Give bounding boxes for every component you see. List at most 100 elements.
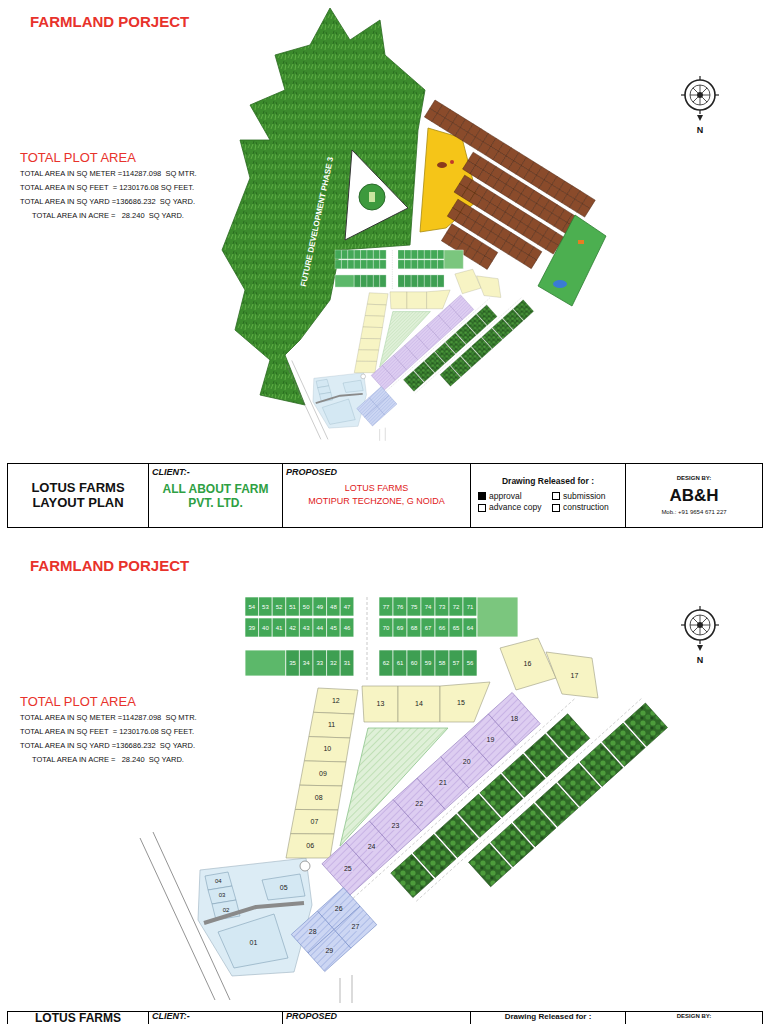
plot [262, 874, 305, 900]
plot [407, 618, 421, 637]
open-green [444, 250, 463, 269]
plot [500, 638, 556, 690]
text-slot: PROPOSED [286, 1012, 337, 1022]
field-heading: PROPOSED [286, 467, 337, 477]
area-figure: TOTAL AREA IN SQ FEET = 1230176.08 SQ FE… [20, 728, 194, 736]
plot [463, 597, 477, 616]
plot [379, 650, 393, 676]
plot-number: 15 [457, 699, 465, 707]
plot-number: 04 [215, 878, 222, 885]
plot-number: 48 [330, 603, 337, 610]
drawing-title: LOTUS FARMS [35, 1012, 121, 1024]
plot [354, 260, 360, 269]
plot [367, 250, 373, 259]
plot-area [313, 373, 367, 428]
plot-number: 01 [250, 939, 258, 947]
cricket-ground [345, 150, 408, 240]
field-heading: Drawing Released for : [474, 477, 622, 487]
plot-number: 61 [397, 660, 404, 667]
project-title: FARMLAND PORJECT [30, 14, 189, 31]
client-cell: CLIENT:- [148, 1011, 283, 1024]
plot [348, 260, 354, 269]
compass-ring [690, 615, 710, 635]
plot [286, 618, 300, 637]
north-arrow [697, 645, 703, 651]
plot [379, 597, 393, 616]
checkbox [478, 492, 486, 500]
text-slot: PROPOSED [286, 467, 337, 477]
north-compass [681, 606, 719, 651]
plot [463, 618, 477, 637]
text-slot: construction [548, 503, 622, 513]
plot-number: 71 [467, 603, 474, 610]
plot [313, 688, 358, 714]
plot [393, 597, 407, 616]
plot-number: 40 [262, 624, 269, 631]
plot-number: 66 [439, 624, 446, 631]
field-feature [450, 160, 454, 164]
area-figure: TOTAL AREA IN ACRE = 28.240 SQ YARD. [32, 212, 184, 220]
plot [313, 618, 327, 637]
text-slot: Drawing Released for : [505, 1012, 592, 1022]
plot [411, 260, 418, 269]
roundabout [300, 861, 310, 871]
text-slot: MOTIPUR TECHZONE, G NOIDA [308, 496, 444, 506]
text-slot: Drawing Released for : [474, 477, 622, 487]
plot-number: 59 [425, 660, 432, 667]
plot-group [335, 275, 354, 287]
area-figure: TOTAL AREA IN SQ FEET = 1230176.08 SQ FE… [20, 184, 194, 192]
plot [356, 350, 378, 362]
compass-spoke [693, 88, 698, 93]
compass-spoke [700, 85, 701, 92]
north-compass [681, 76, 719, 121]
plot [407, 292, 427, 309]
plot [335, 250, 341, 259]
text-slot: advance copy [474, 503, 548, 513]
plot [418, 275, 425, 287]
plot [418, 260, 425, 269]
plot [390, 292, 407, 309]
text-slot: approval [474, 492, 548, 502]
compass-spoke [702, 97, 707, 102]
plot [437, 275, 444, 287]
plot-number: 43 [303, 624, 310, 631]
checkbox [478, 504, 486, 512]
plot-area [198, 858, 312, 976]
plot-number: 07 [311, 818, 319, 826]
area-figure: TOTAL AREA IN ACRE = 28.240 SQ YARD. [32, 756, 184, 764]
plot-number: 76 [397, 603, 404, 610]
plot-number: 10 [323, 746, 331, 754]
compass-spoke [702, 88, 707, 93]
plot [365, 406, 385, 426]
text-slot: LOTUS FARMS [35, 1012, 121, 1024]
plot [476, 276, 500, 298]
text-slot: LOTUS FARMS LAYOUT PLAN [22, 481, 134, 511]
project-cell: PROPOSED [282, 1011, 471, 1024]
plot-number: 25 [343, 865, 353, 873]
area-heading: TOTAL PLOT AREA [20, 695, 136, 709]
plot [431, 250, 438, 259]
designer-cell: DESIGN BY:AB&HMob.: +91 9654 671 227 [625, 463, 763, 528]
plot [435, 597, 449, 616]
text-slot: LOTUS FARMS [345, 483, 409, 493]
compass-hub [697, 622, 703, 628]
plot [295, 785, 342, 810]
open-green [477, 597, 518, 637]
plot-number: 16 [524, 660, 532, 668]
compass-spoke [693, 618, 698, 623]
plot [304, 737, 350, 762]
plot [300, 761, 346, 786]
area-heading: TOTAL PLOT AREA [20, 151, 136, 165]
plot [424, 275, 431, 287]
release-cell: Drawing Released for : [470, 1011, 626, 1024]
plot-number: 72 [453, 603, 460, 610]
plot-number: 50 [303, 603, 310, 610]
plot [259, 597, 273, 616]
plot [373, 275, 379, 287]
plot-number: 28 [308, 928, 318, 936]
compass-ring [685, 80, 715, 110]
compass-spoke [703, 625, 710, 626]
designer-phone: Mob.: +91 9654 671 227 [661, 509, 726, 516]
plot [291, 809, 338, 834]
plot [435, 650, 449, 676]
